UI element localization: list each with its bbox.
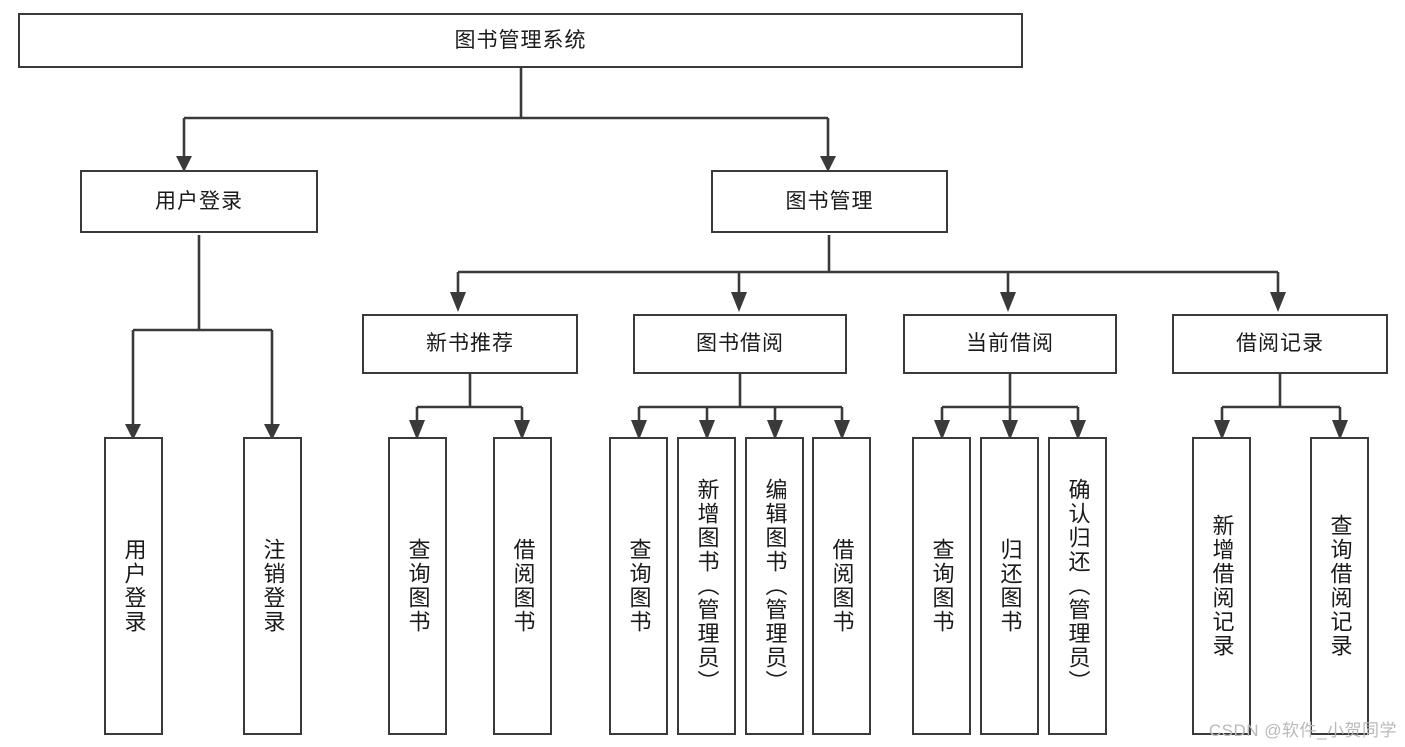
node-label: 图书管理系统 — [454, 28, 587, 52]
arrow-to-book-borrow — [731, 292, 747, 312]
leaf-user-login[interactable]: 用户登录 — [104, 437, 163, 735]
node-root-system[interactable]: 图书管理系统 — [18, 13, 1023, 68]
node-label: 用户登录 — [155, 189, 243, 213]
arrow-to-current-borrow — [1000, 292, 1016, 312]
leaf-cb-confirm-return[interactable]: 确认归还（管理员） — [1048, 437, 1107, 735]
link-root-bus — [182, 67, 830, 160]
leaf-br-query-record[interactable]: 查询借阅记录 — [1310, 437, 1369, 735]
link-currentborrow-bus — [940, 373, 1080, 424]
leaf-bb-add-book[interactable]: 新增图书（管理员） — [677, 437, 736, 735]
node-label: 借阅记录 — [1236, 332, 1324, 356]
node-label: 查询借阅记录 — [1327, 514, 1353, 658]
node-label: 查询图书 — [626, 538, 652, 634]
leaf-br-add-record[interactable]: 新增借阅记录 — [1192, 437, 1251, 735]
leaf-bb-query-book[interactable]: 查询图书 — [609, 437, 668, 735]
node-book-manage[interactable]: 图书管理 — [711, 170, 948, 233]
node-label: 新增图书（管理员） — [694, 478, 720, 694]
node-label: 编辑图书（管理员） — [762, 478, 788, 694]
node-borrow-record[interactable]: 借阅记录 — [1172, 314, 1388, 374]
node-label: 用户登录 — [121, 538, 147, 634]
node-new-book-recommend[interactable]: 新书推荐 — [362, 314, 578, 374]
link-userlogin-bus — [131, 235, 274, 428]
arrow-to-new-book-recommend — [450, 292, 466, 312]
node-label: 借阅图书 — [829, 538, 855, 634]
leaf-nb-borrow-book[interactable]: 借阅图书 — [493, 437, 552, 735]
node-label: 图书借阅 — [696, 332, 784, 356]
node-user-login[interactable]: 用户登录 — [80, 170, 318, 233]
node-label: 确认归还（管理员） — [1065, 478, 1091, 694]
node-label: 新增借阅记录 — [1209, 514, 1235, 658]
leaf-logout[interactable]: 注销登录 — [243, 437, 302, 735]
watermark: CSDN @软件_小贺同学 — [1208, 721, 1397, 740]
node-label: 注销登录 — [260, 538, 286, 634]
link-bookborrow-bus — [637, 373, 844, 424]
leaf-nb-query-book[interactable]: 查询图书 — [388, 437, 447, 735]
node-label: 当前借阅 — [966, 332, 1054, 356]
link-borrowrecord-bus — [1220, 373, 1342, 424]
node-label: 归还图书 — [997, 538, 1023, 634]
node-label: 查询图书 — [929, 538, 955, 634]
link-newbook-bus — [415, 373, 524, 424]
link-bookmanage-bus — [456, 235, 1280, 296]
leaf-cb-query-book[interactable]: 查询图书 — [912, 437, 971, 735]
node-label: 新书推荐 — [426, 332, 514, 356]
arrow-to-borrow-record — [1270, 292, 1286, 312]
node-label: 图书管理 — [785, 189, 874, 213]
leaf-cb-return-book[interactable]: 归还图书 — [980, 437, 1039, 735]
leaf-bb-edit-book[interactable]: 编辑图书（管理员） — [745, 437, 804, 735]
leaf-bb-borrow-book[interactable]: 借阅图书 — [812, 437, 871, 735]
node-label: 查询图书 — [405, 538, 431, 634]
node-current-borrow[interactable]: 当前借阅 — [903, 314, 1117, 374]
node-book-borrow[interactable]: 图书借阅 — [633, 314, 847, 374]
node-label: 借阅图书 — [510, 538, 536, 634]
